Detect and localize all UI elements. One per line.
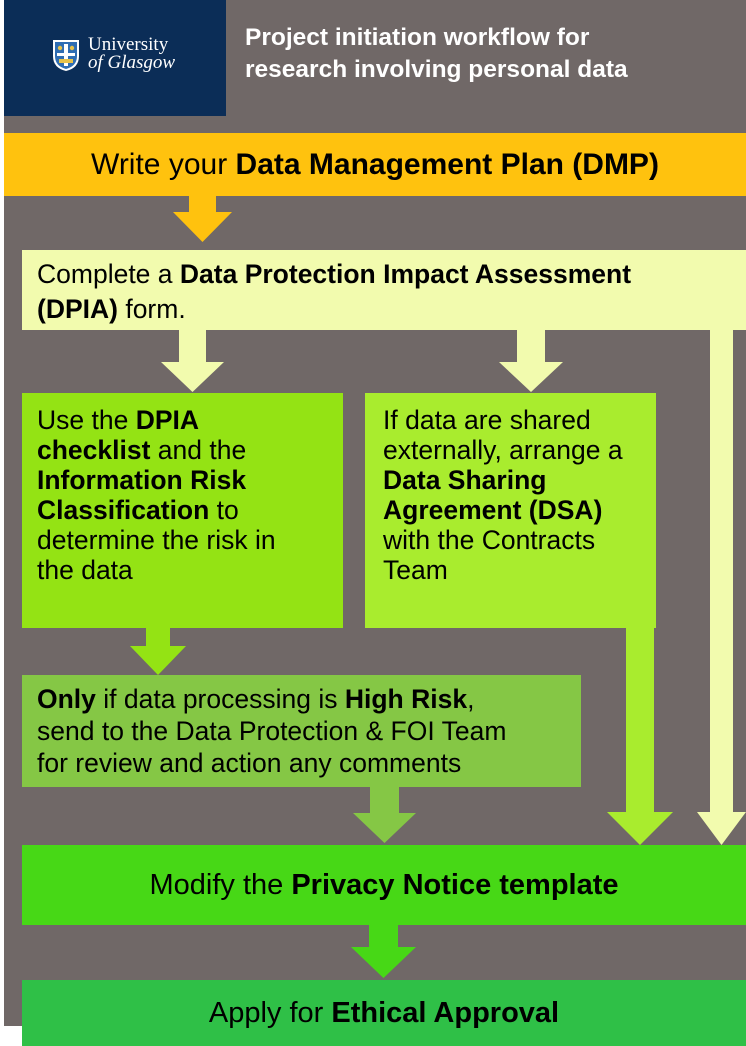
checklist-line5: determine the risk in bbox=[37, 525, 276, 555]
arrow-dmp-to-dpia bbox=[173, 196, 232, 242]
title-line2: research involving personal data bbox=[245, 56, 628, 83]
highrisk-emphasis: High Risk bbox=[344, 684, 468, 714]
privacy-emphasis: Privacy Notice template bbox=[291, 869, 619, 901]
highrisk-line3: for review and action any comments bbox=[37, 748, 462, 778]
arrow-privacy-to-ethics bbox=[351, 925, 416, 978]
arrow-dpia-to-privacy bbox=[697, 330, 746, 845]
checklist-line3-bold: Information Risk bbox=[37, 465, 247, 495]
dpia-prefix: Complete a bbox=[37, 259, 180, 289]
step-dpia-checklist: Use the DPIA checklist and the Informati… bbox=[22, 393, 343, 628]
dmp-prefix: Write your bbox=[91, 148, 236, 181]
crest-icon bbox=[53, 40, 79, 71]
poster-title: Project initiation workflow for research… bbox=[245, 22, 745, 86]
ethics-emphasis: Ethical Approval bbox=[331, 997, 560, 1029]
checklist-line1-bold: DPIA bbox=[135, 405, 200, 435]
dsa-line3-bold: Data Sharing bbox=[383, 465, 547, 495]
wordmark-line2: of Glasgow bbox=[88, 52, 176, 73]
dmp-emphasis: Data Management Plan (DMP) bbox=[235, 148, 659, 181]
dsa-line3: Data Sharing bbox=[383, 465, 656, 495]
dpia-emphasis-1: Data Protection Impact Assessment bbox=[179, 259, 632, 289]
highrisk-mid: if data processing is bbox=[95, 684, 345, 714]
ethics-prefix: Apply for bbox=[208, 997, 332, 1029]
arrow-dpia-to-checklist bbox=[161, 330, 224, 392]
highrisk-line2: send to the Data Protection & FOI Team bbox=[37, 716, 507, 746]
arrow-dpia-to-dsa bbox=[499, 330, 563, 392]
checklist-line2-text: and the bbox=[150, 435, 247, 465]
dsa-line1: If data are shared bbox=[383, 405, 591, 435]
dpia-emphasis-2: (DPIA) bbox=[37, 294, 118, 324]
arrow-highrisk-to-privacy bbox=[353, 787, 416, 843]
university-logo bbox=[4, 0, 226, 116]
dsa-line5: with the Contracts bbox=[383, 525, 596, 555]
checklist-line3: Information Risk bbox=[37, 465, 343, 495]
step-ethical-approval: Apply for Ethical Approval bbox=[22, 980, 746, 1046]
highrisk-line1: Only if data processing is High Risk, bbox=[37, 683, 581, 715]
dpia-suffix: form. bbox=[117, 294, 186, 324]
dsa-line2: externally, arrange a bbox=[383, 435, 623, 465]
highrisk-only: Only bbox=[37, 684, 96, 714]
dsa-line4-bold: Agreement (DSA) bbox=[383, 495, 603, 525]
checklist-line6: the data bbox=[37, 555, 133, 585]
dsa-line6: Team bbox=[383, 555, 448, 585]
checklist-line2: checklist and the bbox=[37, 435, 343, 465]
privacy-prefix: Modify the bbox=[149, 869, 292, 901]
arrow-checklist-to-highrisk bbox=[130, 628, 186, 675]
dsa-line4: Agreement (DSA) bbox=[383, 495, 656, 525]
checklist-line4: Classification to bbox=[37, 495, 343, 525]
checklist-line1-text: Use the bbox=[37, 405, 136, 435]
step-high-risk-review: Only if data processing is High Risk, se… bbox=[22, 675, 581, 787]
step-privacy-notice: Modify the Privacy Notice template bbox=[22, 845, 746, 925]
arrow-dsa-to-privacy bbox=[607, 628, 673, 845]
checklist-line4-text: to bbox=[209, 495, 239, 525]
university-wordmark: University of Glasgow bbox=[88, 34, 176, 73]
checklist-line1: Use the DPIA bbox=[37, 405, 343, 435]
step-data-sharing-agreement: If data are shared externally, arrange a… bbox=[365, 393, 656, 628]
highrisk-comma: , bbox=[467, 684, 475, 714]
title-line1: Project initiation workflow for bbox=[245, 24, 590, 51]
step-dpia-form: Complete a Data Protection Impact Assess… bbox=[22, 250, 746, 330]
wordmark-line1: University bbox=[88, 34, 169, 55]
checklist-line4-bold: Classification bbox=[37, 495, 210, 525]
checklist-line2-bold: checklist bbox=[37, 435, 151, 465]
step-data-management-plan: Write your Data Management Plan (DMP) bbox=[4, 133, 746, 196]
